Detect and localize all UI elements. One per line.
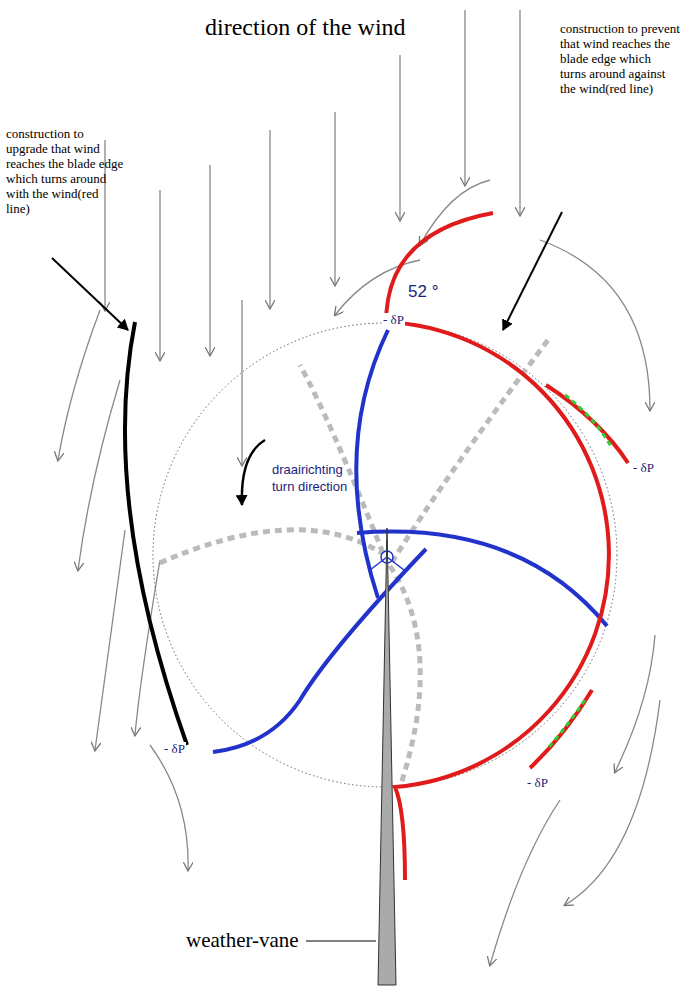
red-shield <box>386 213 628 880</box>
green-edge <box>548 395 612 748</box>
turn-arrow <box>242 440 265 505</box>
turn-label: draairichting <box>272 463 343 478</box>
turn-label: turn direction <box>272 480 347 495</box>
wind-arrows <box>58 10 660 965</box>
callout-note: construction to prevent that wind reache… <box>560 22 680 97</box>
callout-note: construction to upgrade that wind reache… <box>6 127 124 217</box>
weather-vane-shape <box>378 528 396 985</box>
pressure-label: - δP <box>163 742 186 757</box>
leader-arrow <box>503 212 562 330</box>
rear-blades <box>155 340 548 787</box>
leader-arrow <box>52 258 128 330</box>
leader-line <box>306 941 376 942</box>
pressure-label: - δP <box>382 313 405 328</box>
part-label: weather-vane <box>186 928 299 952</box>
pressure-label: - δP <box>526 776 549 791</box>
black-deflector <box>125 322 187 745</box>
pressure-label: - δP <box>632 461 655 476</box>
wind-title: direction of the wind <box>205 14 406 42</box>
rotor-blades <box>213 330 607 752</box>
angle-label: 52 ° <box>408 282 438 302</box>
